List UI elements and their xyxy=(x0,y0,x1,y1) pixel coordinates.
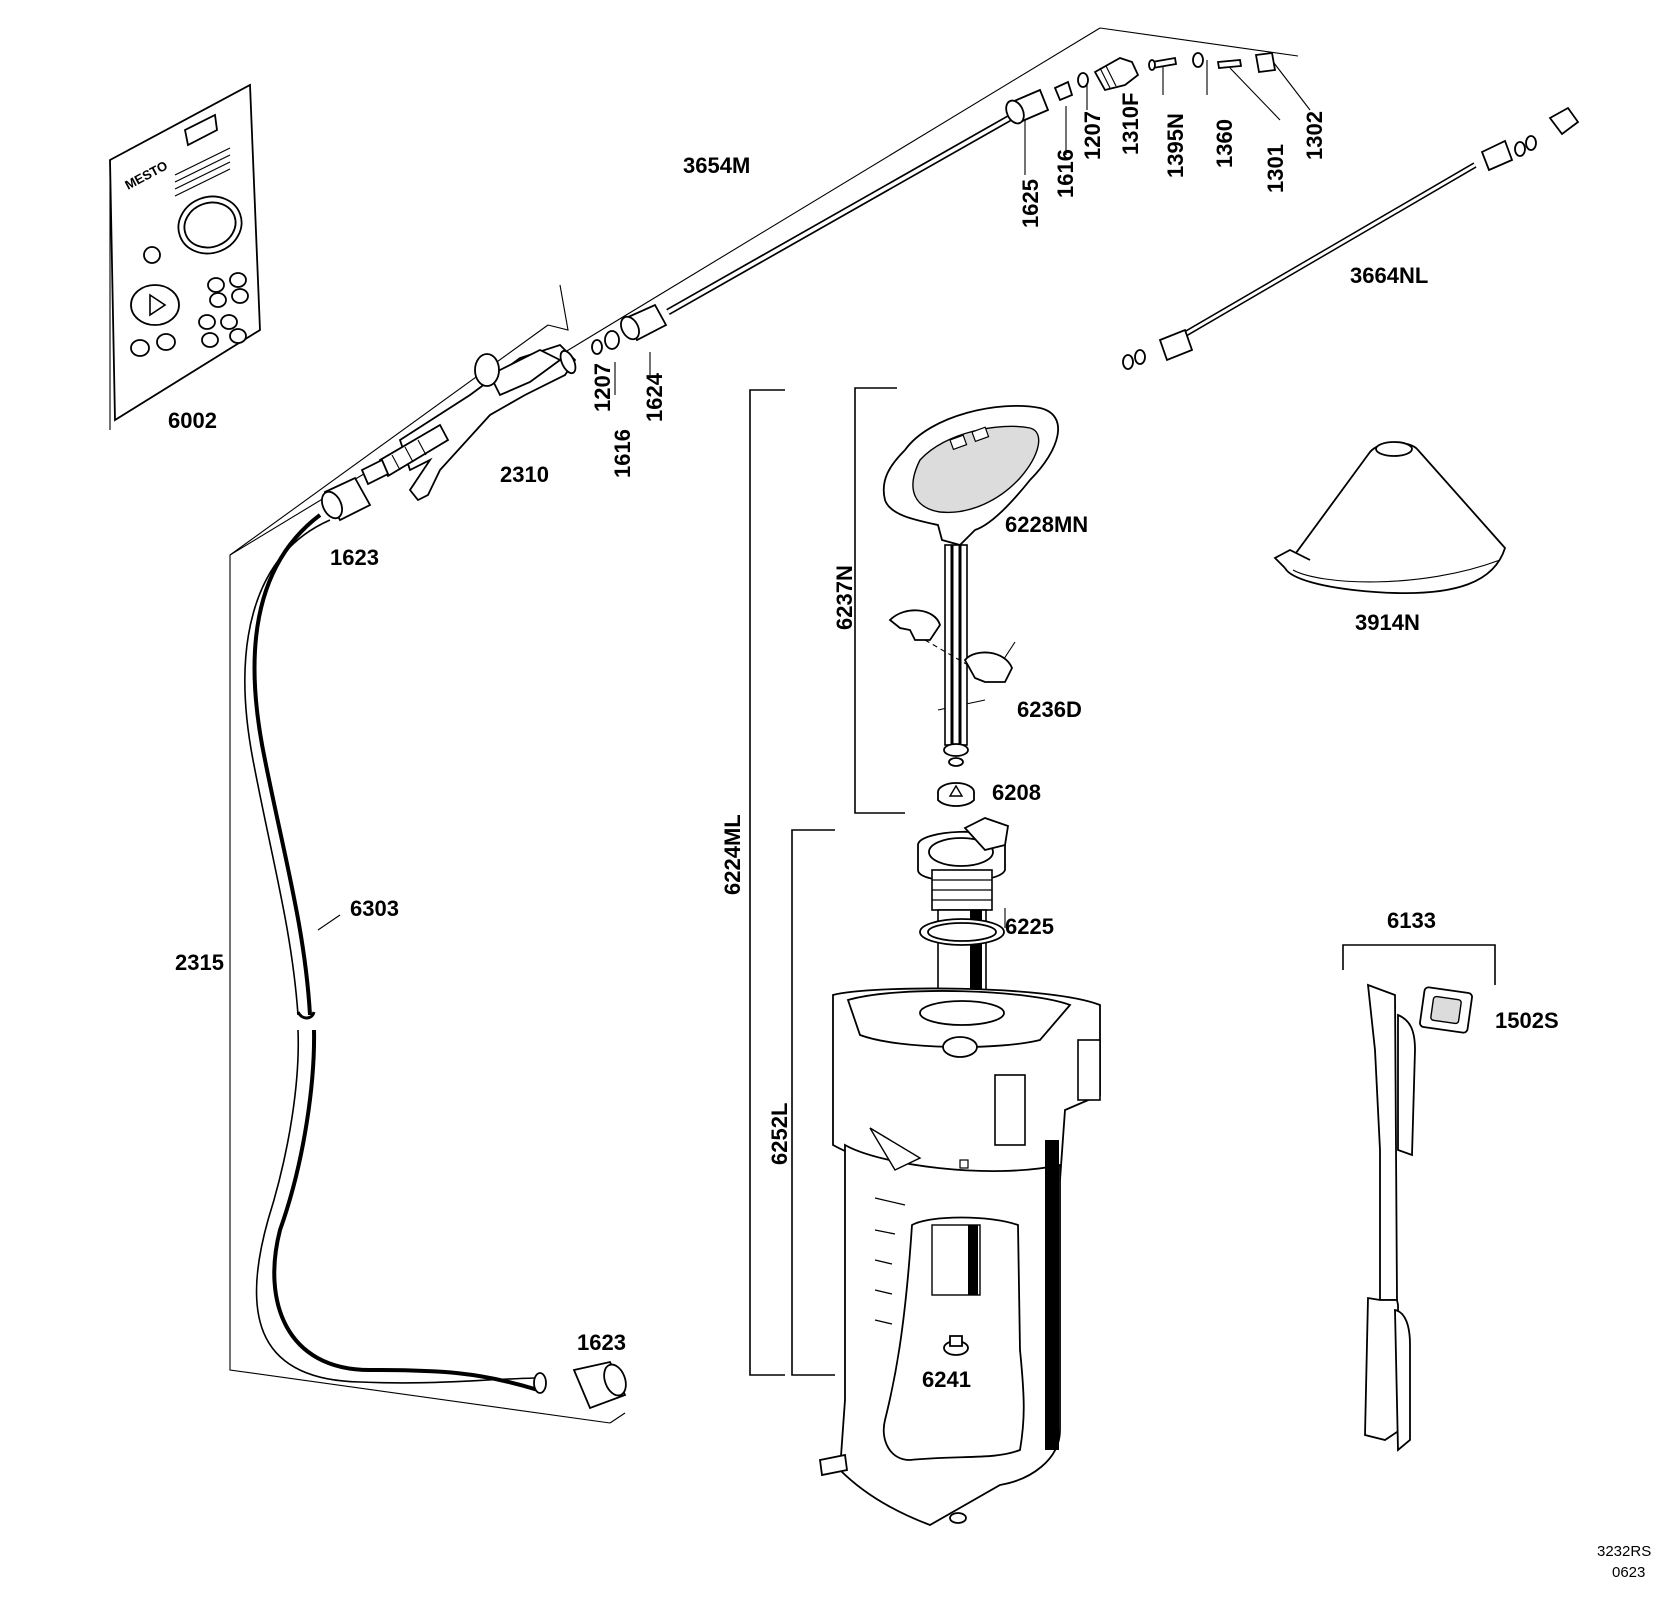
footer: 3232RS 0623 xyxy=(1597,1543,1651,1581)
label-1616-upper: 1616 xyxy=(1053,149,1078,198)
label-1310f: 1310F xyxy=(1118,93,1143,155)
label-1207-lower: 1207 xyxy=(590,363,615,412)
clips-6236d xyxy=(888,609,1013,683)
label-2315: 2315 xyxy=(175,950,224,975)
hose-6303 xyxy=(244,476,627,1410)
spray-cone-3914n xyxy=(1273,441,1507,595)
pump-handle-6228mn xyxy=(882,405,1059,767)
strap-6133 xyxy=(1364,983,1473,1452)
label-1625: 1625 xyxy=(1018,179,1043,228)
label-1301: 1301 xyxy=(1263,144,1288,193)
label-6225: 6225 xyxy=(1005,914,1054,939)
label-1360: 1360 xyxy=(1212,119,1237,168)
label-6252l: 6252L xyxy=(767,1103,792,1165)
tank-6252l xyxy=(818,987,1101,1526)
upper-lance-3654m xyxy=(591,52,1277,355)
label-1502s: 1502S xyxy=(1495,1008,1559,1033)
part-labels: 6002 3654M 1625 1616 1207 1310F 1395N 13… xyxy=(168,93,1559,1392)
label-6228mn: 6228MN xyxy=(1005,512,1088,537)
footer-drawing-code: 3232RS xyxy=(1597,1543,1651,1560)
label-1623-upper: 1623 xyxy=(330,545,379,570)
label-6237n: 6237N xyxy=(832,565,857,630)
repair-kit-card: MESTO xyxy=(109,83,261,430)
valve-6208 xyxy=(937,782,975,807)
spray-gun-2310 xyxy=(360,343,577,502)
label-6208: 6208 xyxy=(992,780,1041,805)
label-6002: 6002 xyxy=(168,408,217,433)
label-1207-upper: 1207 xyxy=(1080,111,1105,160)
footer-date-code: 0623 xyxy=(1612,1564,1645,1581)
label-1395n: 1395N xyxy=(1163,113,1188,178)
label-3654m: 3654M xyxy=(683,153,750,178)
label-6303: 6303 xyxy=(350,896,399,921)
label-1624: 1624 xyxy=(642,372,667,422)
label-3664nl: 3664NL xyxy=(1350,263,1428,288)
label-1302: 1302 xyxy=(1302,111,1327,160)
lance-3664nl xyxy=(1122,106,1580,370)
label-3914n: 3914N xyxy=(1355,610,1420,635)
label-6241: 6241 xyxy=(922,1367,971,1392)
label-6133: 6133 xyxy=(1387,908,1436,933)
label-6224ml: 6224ML xyxy=(720,814,745,895)
label-6236d: 6236D xyxy=(1017,697,1082,722)
label-1616-lower: 1616 xyxy=(610,429,635,478)
label-1623-lower: 1623 xyxy=(577,1330,626,1355)
label-2310: 2310 xyxy=(500,462,549,487)
